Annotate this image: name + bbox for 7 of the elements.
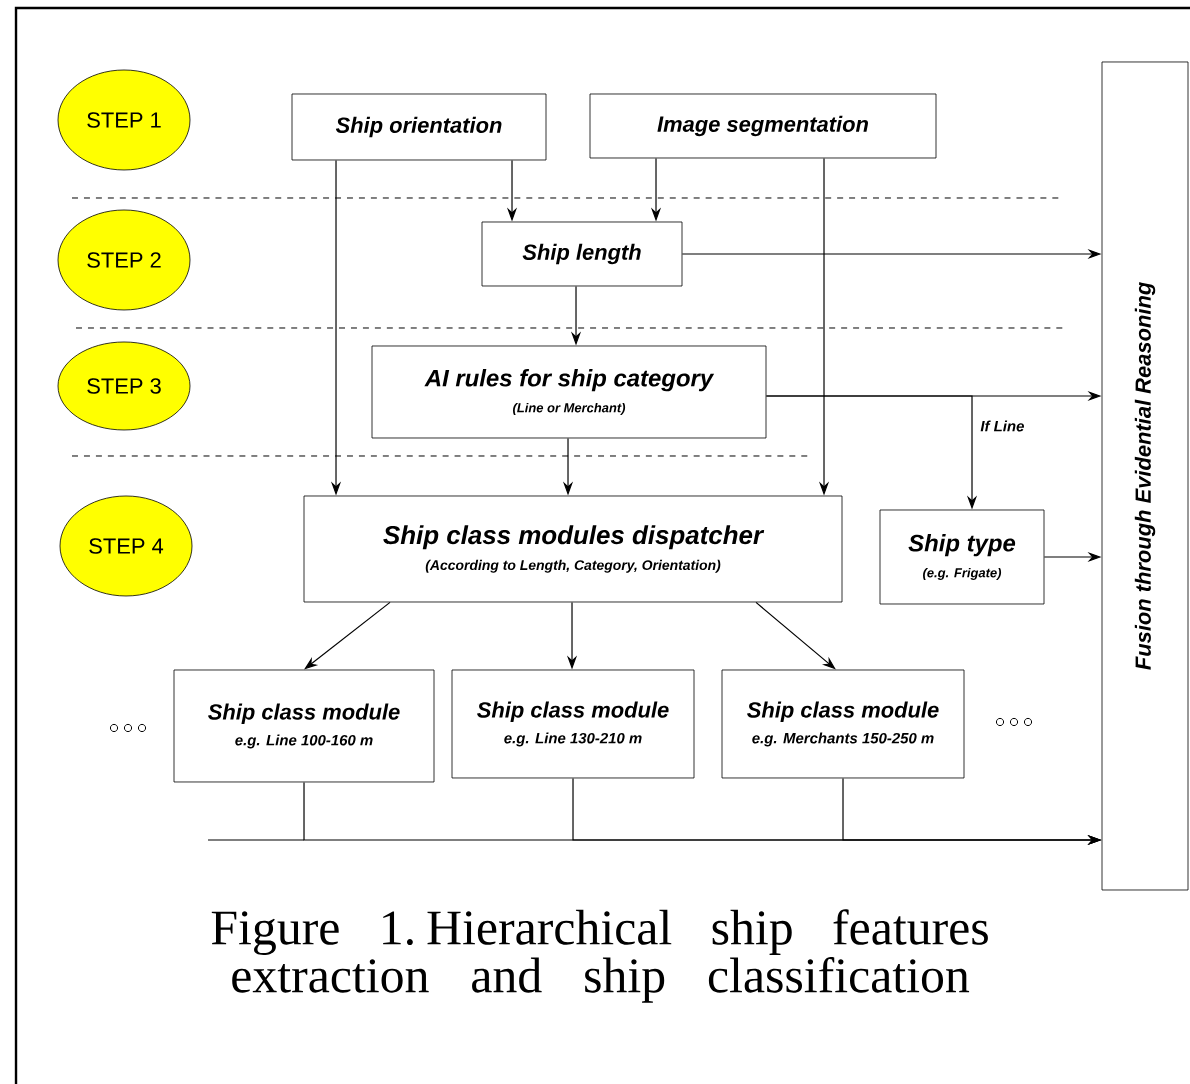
- figure-caption: Figure 1. Hierarchical ship features extraction and ship classification: [211, 909, 988, 1003]
- process-box: Ship orientation: [291, 93, 547, 161]
- process-box: Image segmentation: [589, 93, 937, 159]
- process-box: Ship length: [481, 221, 683, 287]
- arrow: [755, 601, 836, 670]
- arrow: [304, 601, 391, 670]
- fusion-box: Fusion through Evidential Reasoning: [1101, 61, 1189, 891]
